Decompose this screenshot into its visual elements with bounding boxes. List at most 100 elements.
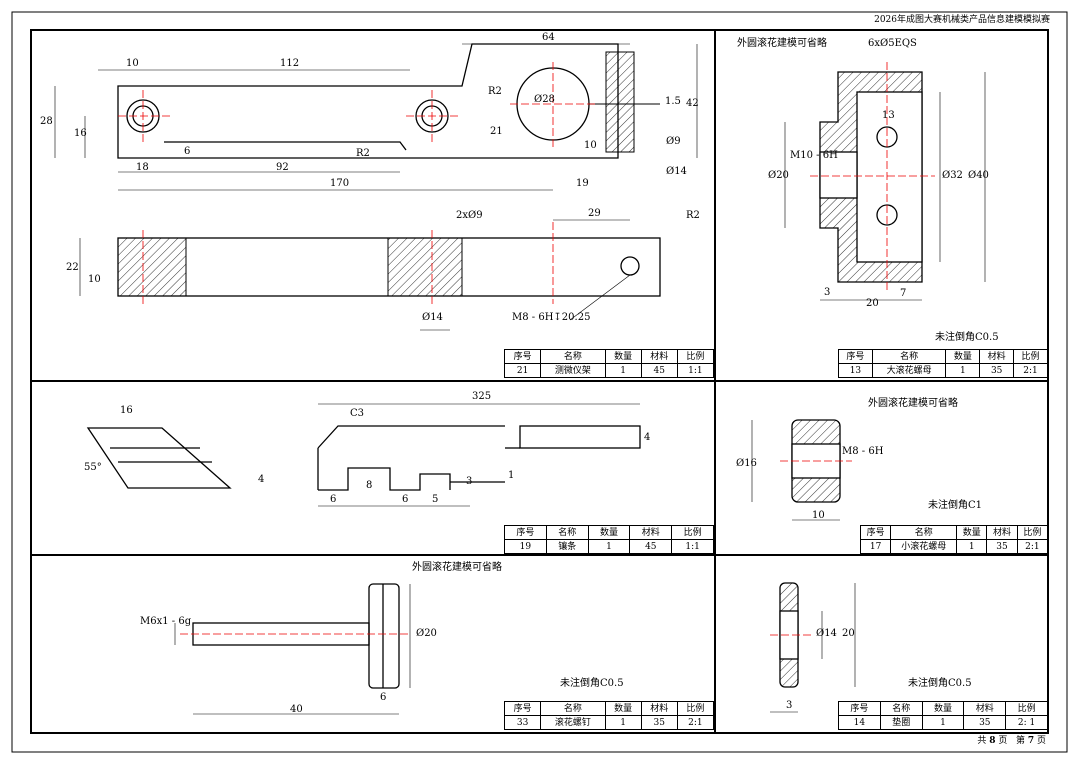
th-material: 材料	[986, 525, 1018, 540]
th-qty: 数量	[945, 349, 981, 364]
dim-55deg: 55°	[84, 462, 102, 473]
dim-phi28: Ø28	[534, 94, 555, 105]
cell-qty: 1	[604, 363, 642, 378]
dim-325: 325	[472, 391, 492, 402]
dim-6-p33: 6	[380, 692, 387, 703]
dim-r2a: R2	[488, 86, 502, 97]
dim-3: 3	[824, 287, 831, 298]
th-scale: 比例	[1013, 349, 1048, 364]
cell-scale: 1:1	[676, 363, 715, 378]
dim-r2b: R2	[356, 148, 370, 159]
th-scale: 比例	[1016, 525, 1049, 540]
cell-material: 35	[979, 363, 1015, 378]
cell-material: 45	[640, 363, 678, 378]
cell-qty: 1	[587, 539, 631, 554]
chamfer-note-13: 未注倒角C0.5	[935, 332, 999, 343]
dim-6a: 6	[330, 494, 337, 505]
dim-phi14b: Ø14	[422, 312, 443, 323]
knurl-note-17: 外圆滚花建模可省略	[868, 398, 958, 409]
th-material: 材料	[629, 525, 673, 540]
cell-seq: 17	[859, 539, 892, 554]
dim-10-p17: 10	[812, 510, 825, 521]
cell-qty: 1	[956, 539, 988, 554]
dim-28: 28	[40, 116, 53, 127]
cell-name: 垫圈	[879, 715, 923, 730]
chamfer-note-33: 未注倒角C0.5	[560, 678, 624, 689]
dim-m10: M10 - 6H	[790, 150, 838, 161]
dim-20: 20	[866, 298, 879, 309]
part21-front-view	[117, 43, 660, 159]
th-seq: 序号	[503, 349, 542, 364]
th-scale: 比例	[1005, 701, 1048, 716]
th-name: 名称	[871, 349, 947, 364]
cell-seq: 21	[503, 363, 542, 378]
th-material: 材料	[963, 701, 1007, 716]
dim-19: 19	[576, 178, 589, 189]
dim-1-5: 1.5	[665, 96, 681, 107]
dim-5: 5	[432, 494, 439, 505]
cell-name: 测微仪架	[540, 363, 606, 378]
dim-18: 18	[136, 162, 149, 173]
total-pages: 8	[989, 736, 996, 746]
dim-10c: 10	[88, 274, 101, 285]
th-scale: 比例	[676, 701, 715, 716]
dim-phi9: Ø9	[666, 136, 681, 147]
th-seq: 序号	[503, 701, 542, 716]
cell-qty: 1	[921, 715, 965, 730]
cell-seq: 13	[838, 363, 873, 378]
dim-1: 1	[508, 470, 515, 481]
cell-scale: 2:1	[676, 715, 715, 730]
th-qty: 数量	[587, 525, 631, 540]
dim-7: 7	[900, 288, 907, 299]
th-name: 名称	[890, 525, 958, 540]
th-qty: 数量	[921, 701, 965, 716]
chamfer-note-14: 未注倒角C0.5	[908, 678, 972, 689]
dim-c3: C3	[350, 408, 365, 419]
dim-112: 112	[280, 58, 300, 69]
th-material: 材料	[979, 349, 1015, 364]
cell-seq: 14	[838, 715, 881, 730]
th-qty: 数量	[956, 525, 988, 540]
dim-phi20: Ø20	[768, 170, 789, 181]
dim-6xphi5eqs: 6xØ5EQS	[868, 38, 917, 49]
cell-seq: 19	[504, 539, 547, 554]
current-page: 7	[1027, 736, 1035, 746]
dim-92: 92	[276, 162, 289, 173]
page-counter: 共 8 页 第 7 页	[977, 735, 1046, 747]
knurl-note-33: 外圆滚花建模可省略	[412, 562, 502, 573]
th-name: 名称	[545, 525, 589, 540]
dim-m8-p17: M8 - 6H	[842, 446, 884, 457]
th-name: 名称	[879, 701, 923, 716]
th-seq: 序号	[504, 525, 547, 540]
dim-3-p14: 3	[786, 700, 793, 711]
dim-40: 40	[290, 704, 303, 715]
cell-scale: 2:1	[1016, 539, 1049, 554]
dim-16: 16	[74, 128, 87, 139]
dim-170: 170	[330, 178, 350, 189]
th-name: 名称	[540, 349, 606, 364]
th-seq: 序号	[838, 701, 881, 716]
dim-phi40: Ø40	[968, 170, 989, 181]
dim-2xphi9: 2xØ9	[456, 210, 483, 221]
th-seq: 序号	[859, 525, 892, 540]
dim-20-p14: 20	[842, 628, 855, 639]
dim-10: 10	[126, 58, 139, 69]
knurl-note-13: 外圆滚花建模可省略	[737, 38, 827, 49]
current-prefix: 第	[1015, 736, 1025, 746]
total-prefix: 共	[977, 736, 987, 746]
dim-64: 64	[542, 32, 555, 43]
dim-13: 13	[882, 110, 895, 121]
cell-scale: 2: 1	[1005, 715, 1048, 730]
part13-section	[819, 71, 923, 283]
th-qty: 数量	[604, 349, 642, 364]
dim-m8: M8 - 6H↧20.25	[512, 312, 591, 323]
dim-42: 42	[686, 98, 699, 109]
th-material: 材料	[640, 701, 678, 716]
part19-view	[86, 425, 641, 491]
dim-22: 22	[66, 262, 79, 273]
